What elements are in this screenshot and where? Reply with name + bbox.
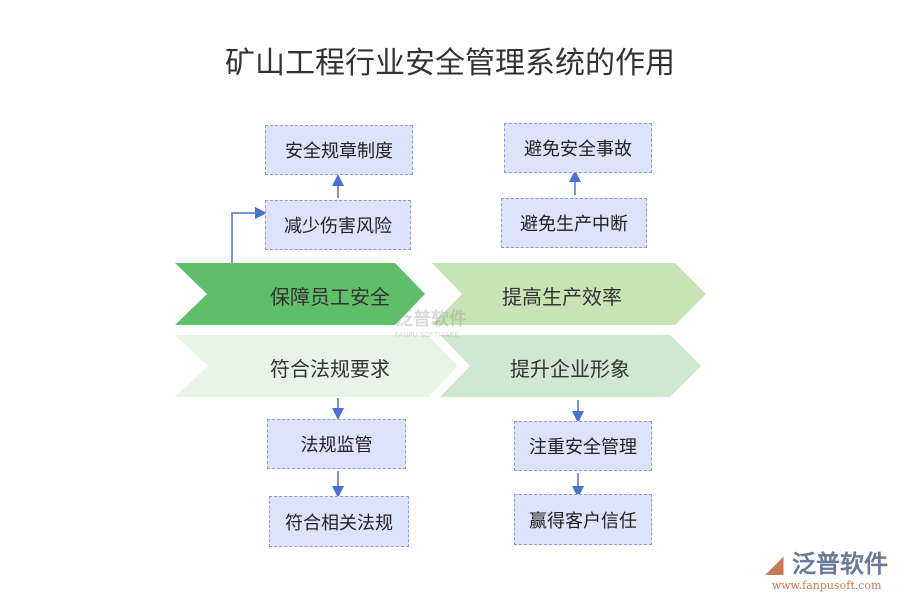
box-comply-laws: 符合相关法规 — [269, 496, 409, 547]
watermark-sub: FANPU SOFTWARE — [395, 331, 459, 339]
brand-logo: ◢ 泛普软件 www.fanpusoft.com — [765, 544, 888, 592]
box-safety-rules: 安全规章制度 — [265, 125, 413, 175]
logo-icon: ◢ — [765, 550, 784, 578]
logo-name: 泛普软件 — [792, 550, 888, 578]
box-avoid-interruption: 避免生产中断 — [501, 198, 647, 248]
box-reduce-harm: 减少伤害风险 — [265, 200, 411, 250]
box-focus-safety: 注重安全管理 — [514, 421, 652, 471]
chevron-shape-2 — [432, 263, 706, 325]
box-win-trust: 赢得客户信任 — [514, 494, 652, 545]
box-avoid-accident: 避免安全事故 — [504, 123, 652, 173]
chevron-ensure-safety: 保障员工安全 — [270, 285, 390, 309]
chevron-shape-1 — [175, 263, 425, 325]
watermark-name: 泛普软件 — [395, 309, 467, 330]
chevron-improve-efficiency: 提高生产效率 — [502, 285, 622, 309]
logo-url: www.fanpusoft.com — [771, 579, 882, 592]
chevron-shape-4 — [440, 335, 701, 397]
chevron-shape-3 — [175, 335, 458, 397]
page-title: 矿山工程行业安全管理系统的作用 — [225, 46, 675, 81]
arrow — [231, 207, 267, 263]
chevron-enhance-image: 提升企业形象 — [510, 357, 630, 381]
box-regulation: 法规监管 — [267, 419, 406, 469]
chevron-comply-regulations: 符合法规要求 — [270, 357, 390, 381]
